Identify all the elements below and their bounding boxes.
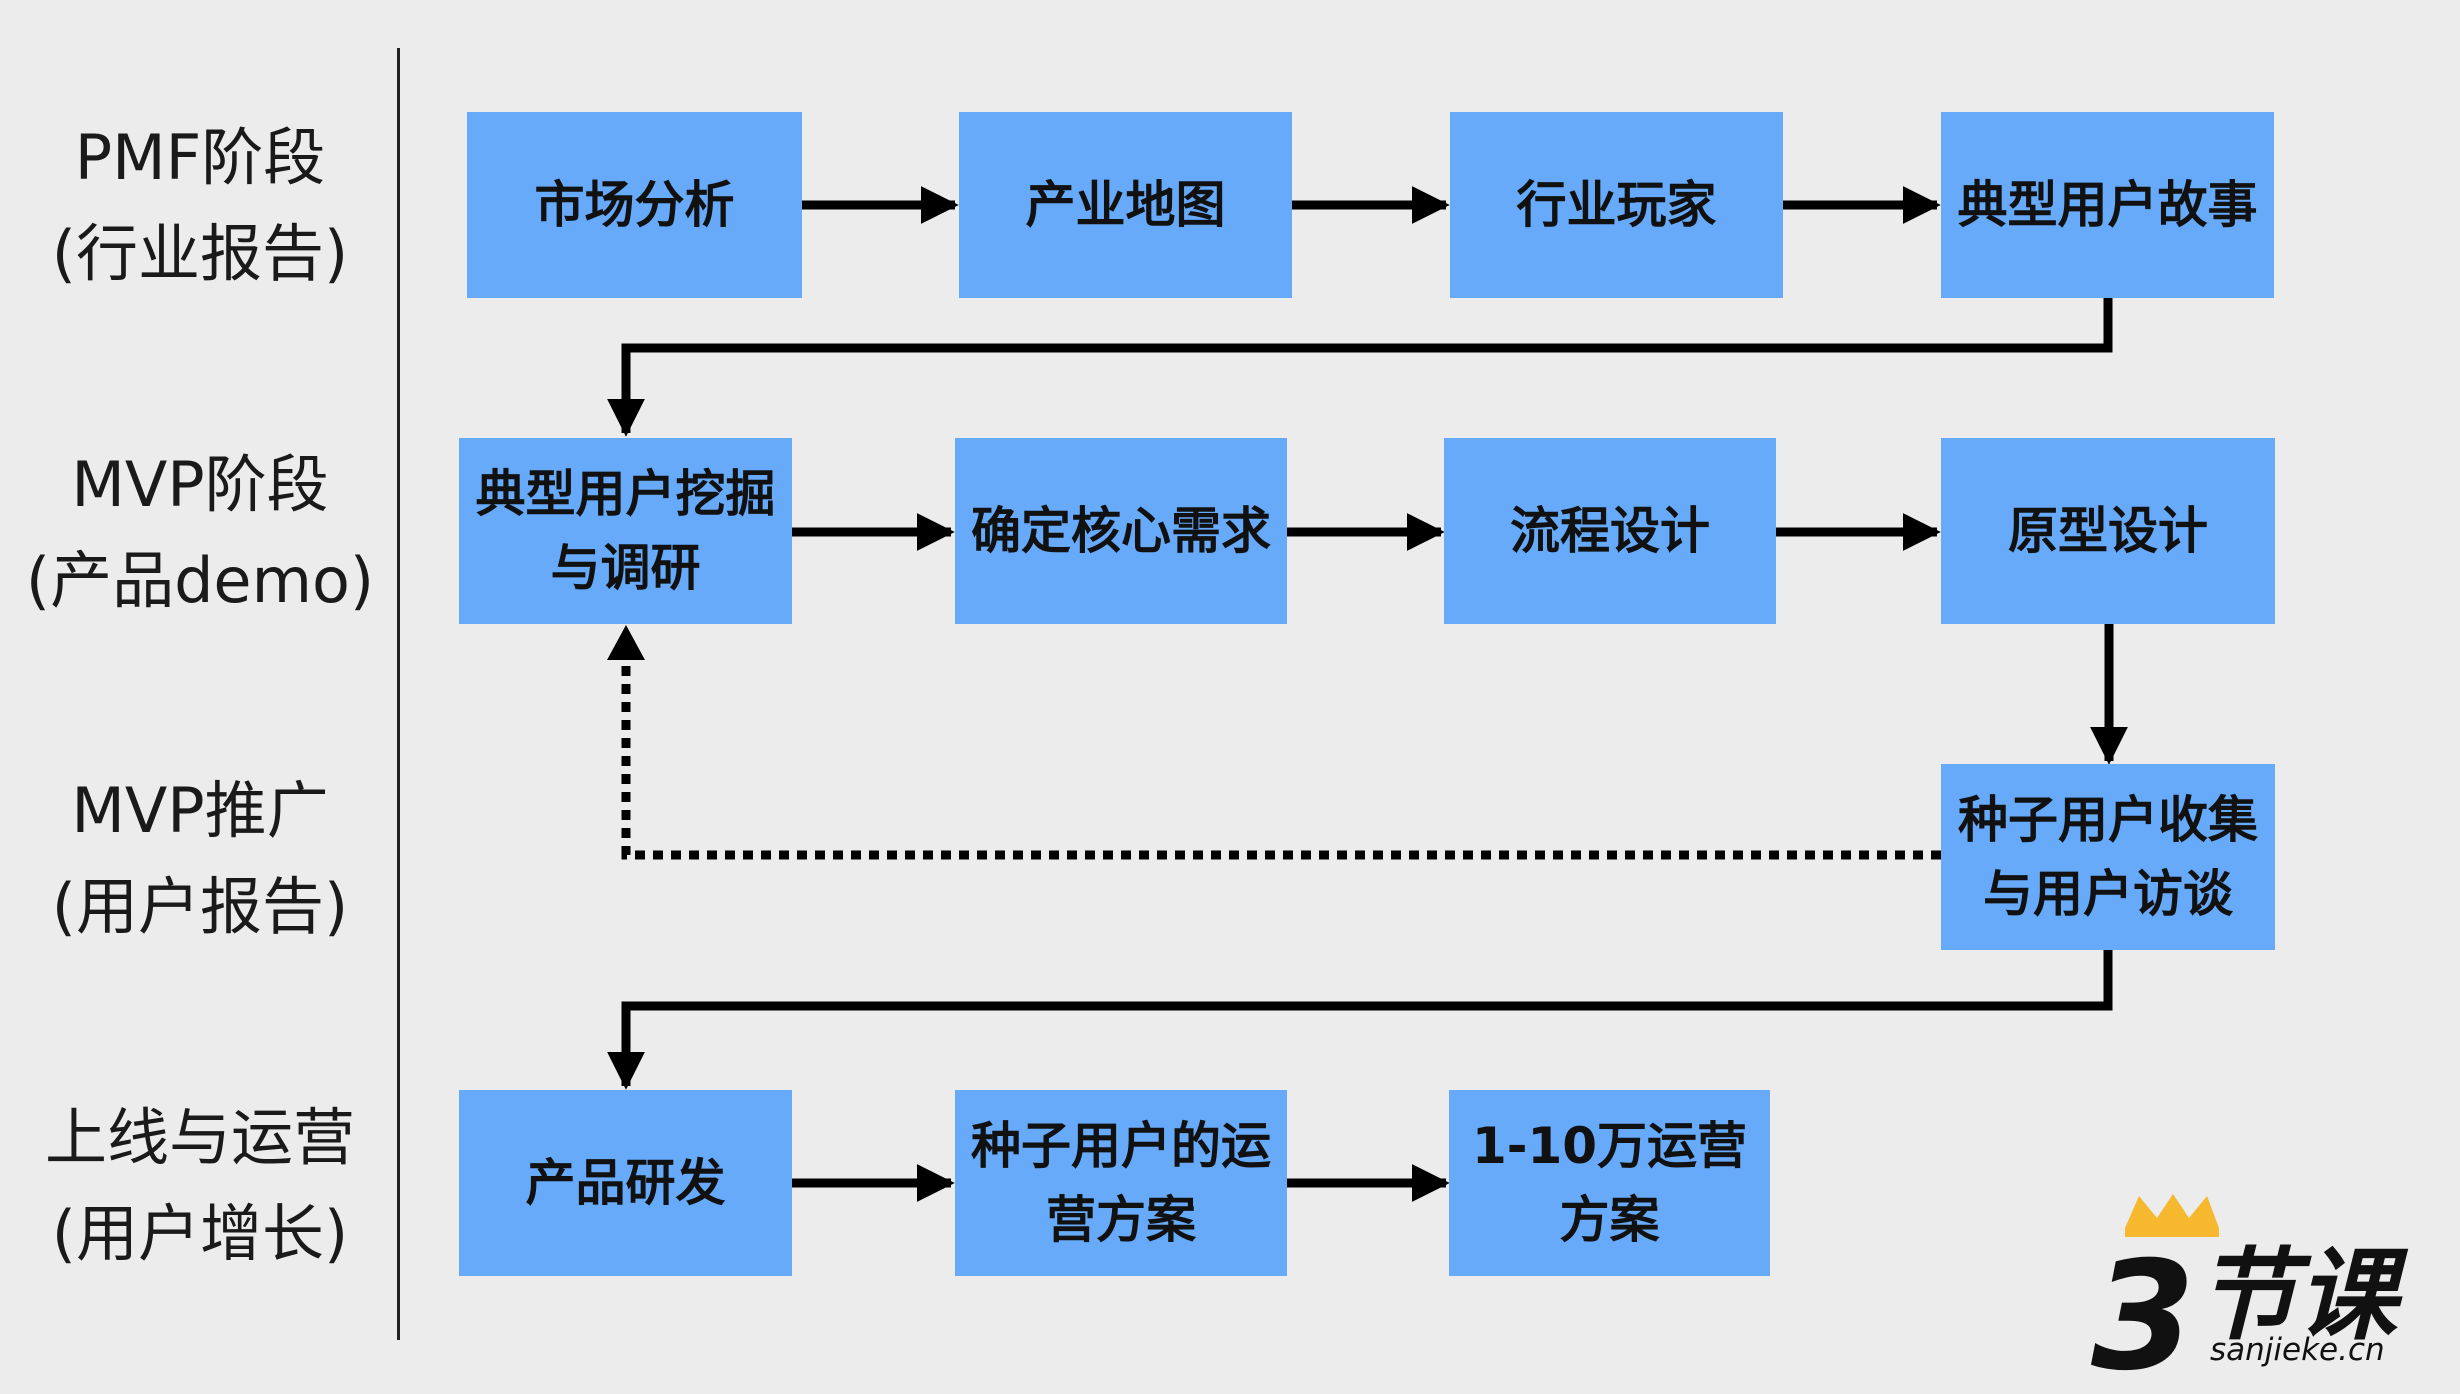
box-product-development: 产品研发 (459, 1090, 792, 1276)
stage-divider-line (397, 48, 400, 1340)
box-typical-user-story: 典型用户故事 (1941, 112, 2274, 298)
box-industry-map: 产业地图 (959, 112, 1292, 298)
arrow-story-to-mining (607, 298, 2113, 437)
box-seed-user-operations: 种子用户的运 营方案 (955, 1090, 1287, 1276)
arrow-seed-to-dev (607, 950, 2113, 1090)
box-flow-design: 流程设计 (1444, 438, 1776, 624)
stage-label-mvp-promotion: MVP推广 (用户报告) (51, 774, 349, 943)
box-growth-plan: 1-10万运营 方案 (1449, 1090, 1770, 1276)
box-market-analysis: 市场分析 (467, 112, 802, 298)
crown-icon: 3 节课 (2091, 1194, 2409, 1390)
stage-label-launch-operations: 上线与运营 (用户增长) (44, 1101, 355, 1270)
sanjieke-logo: 3 节课 sanjieke.cn (2085, 1190, 2445, 1390)
logo-url: sanjieke.cn (2210, 1332, 2385, 1368)
stage-label-pmf: PMF阶段 (行业报告) (51, 121, 349, 290)
svg-text:3: 3 (2091, 1230, 2195, 1390)
box-core-needs: 确定核心需求 (955, 438, 1287, 624)
dotted-feedback-arrowhead (607, 625, 645, 660)
box-prototype-design: 原型设计 (1941, 438, 2275, 624)
svg-text:节课: 节课 (2197, 1237, 2409, 1354)
stage-label-mvp: MVP阶段 (产品demo) (25, 448, 375, 617)
dotted-feedback-arrow (621, 656, 1941, 860)
box-industry-players: 行业玩家 (1450, 112, 1783, 298)
box-user-mining-research: 典型用户挖掘 与调研 (459, 438, 792, 624)
box-seed-users-interviews: 种子用户收集 与用户访谈 (1941, 764, 2275, 950)
